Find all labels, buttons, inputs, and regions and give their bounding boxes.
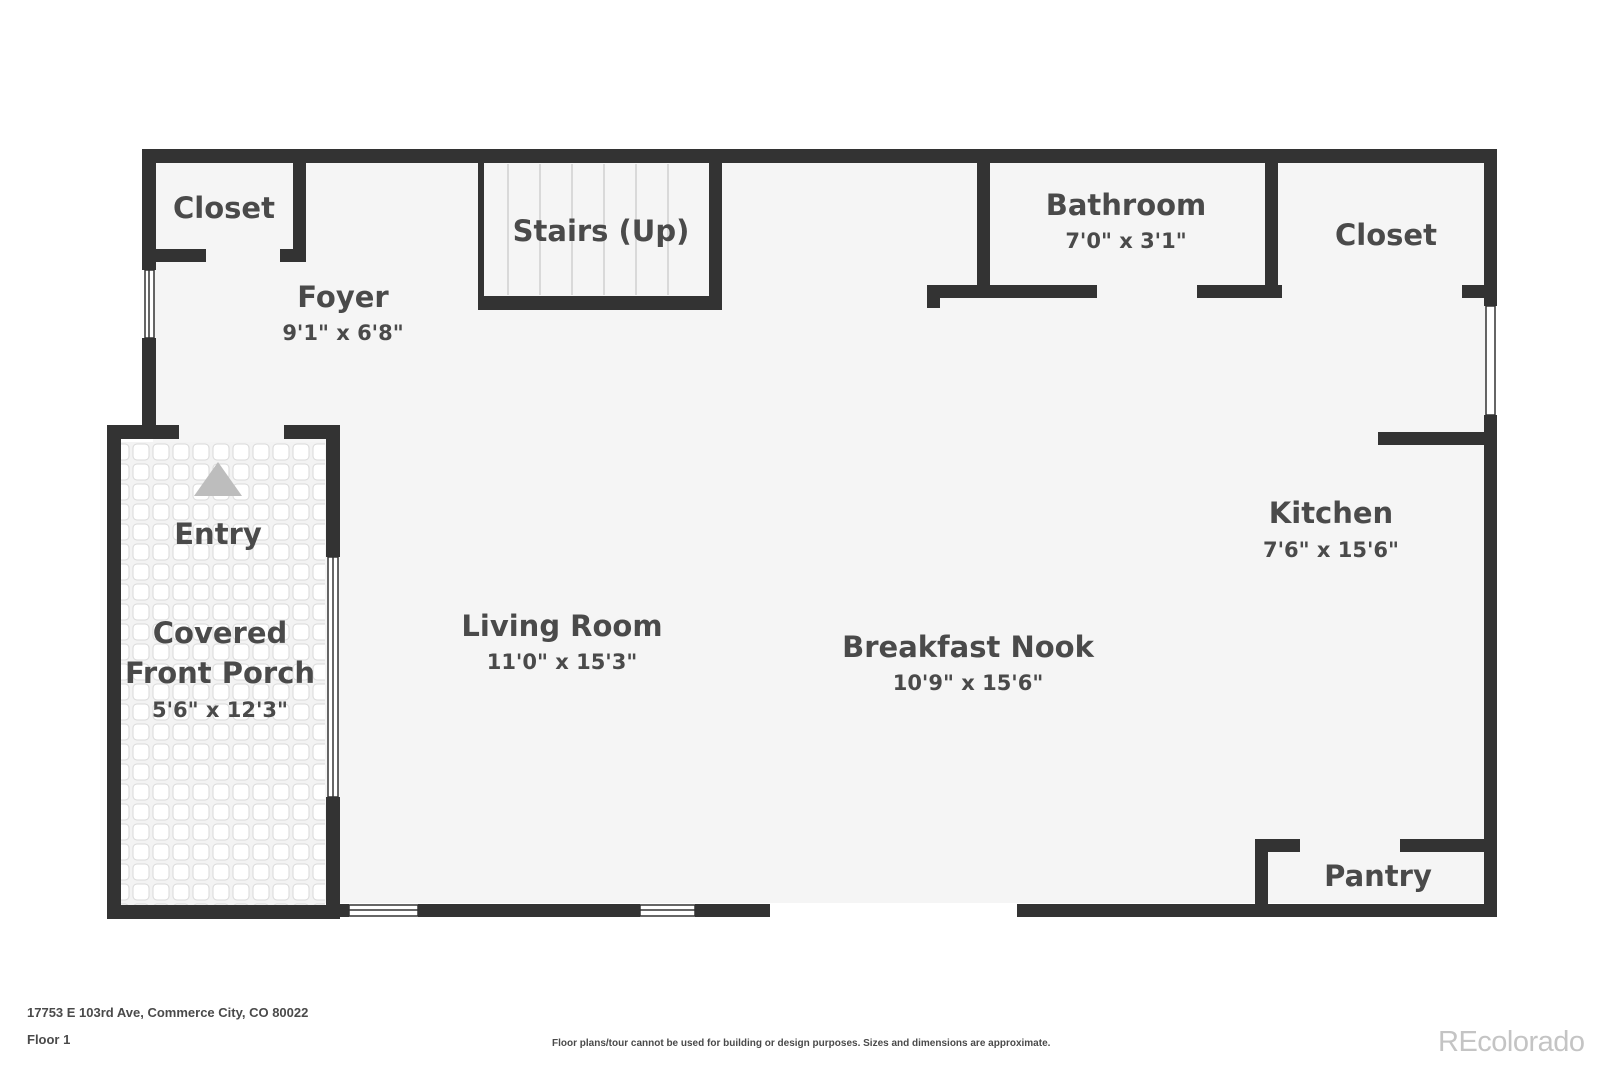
living-room-dims: 11'0" x 15'3" (487, 650, 638, 674)
pantry-label: Pantry (1324, 859, 1432, 893)
kitchen-label: Kitchen (1269, 496, 1393, 530)
breakfast-nook-dims: 10'9" x 15'6" (893, 671, 1044, 695)
porch-dims: 5'6" x 12'3" (152, 698, 288, 722)
living-room-label: Living Room (461, 609, 662, 643)
stairs-treads (507, 164, 669, 295)
porch-label-line1: Covered (153, 616, 288, 650)
closet-left-label: Closet (173, 191, 275, 225)
breakfast-nook-label: Breakfast Nook (842, 630, 1094, 664)
bathroom-label: Bathroom (1046, 188, 1207, 222)
property-address: 17753 E 103rd Ave, Commerce City, CO 800… (27, 1005, 309, 1020)
entry-arrow-icon (194, 462, 242, 496)
brand-logo: REcolorado (1438, 1026, 1585, 1058)
bathroom-dims: 7'0" x 3'1" (1065, 229, 1186, 253)
kitchen-dims: 7'6" x 15'6" (1263, 538, 1399, 562)
porch-label-line2: Front Porch (125, 656, 315, 690)
porch-floor (111, 442, 325, 916)
entry-label: Entry (174, 517, 262, 551)
windows (144, 269, 1496, 917)
floor-label: Floor 1 (27, 1032, 71, 1047)
interior-floor (153, 159, 1489, 903)
foyer-label: Foyer (297, 280, 389, 314)
walls (107, 149, 1497, 919)
closet-right-label: Closet (1335, 218, 1437, 252)
disclaimer-text: Floor plans/tour cannot be used for buil… (552, 1038, 1051, 1049)
stairs-label: Stairs (Up) (513, 214, 690, 248)
foyer-dims: 9'1" x 6'8" (282, 321, 403, 345)
